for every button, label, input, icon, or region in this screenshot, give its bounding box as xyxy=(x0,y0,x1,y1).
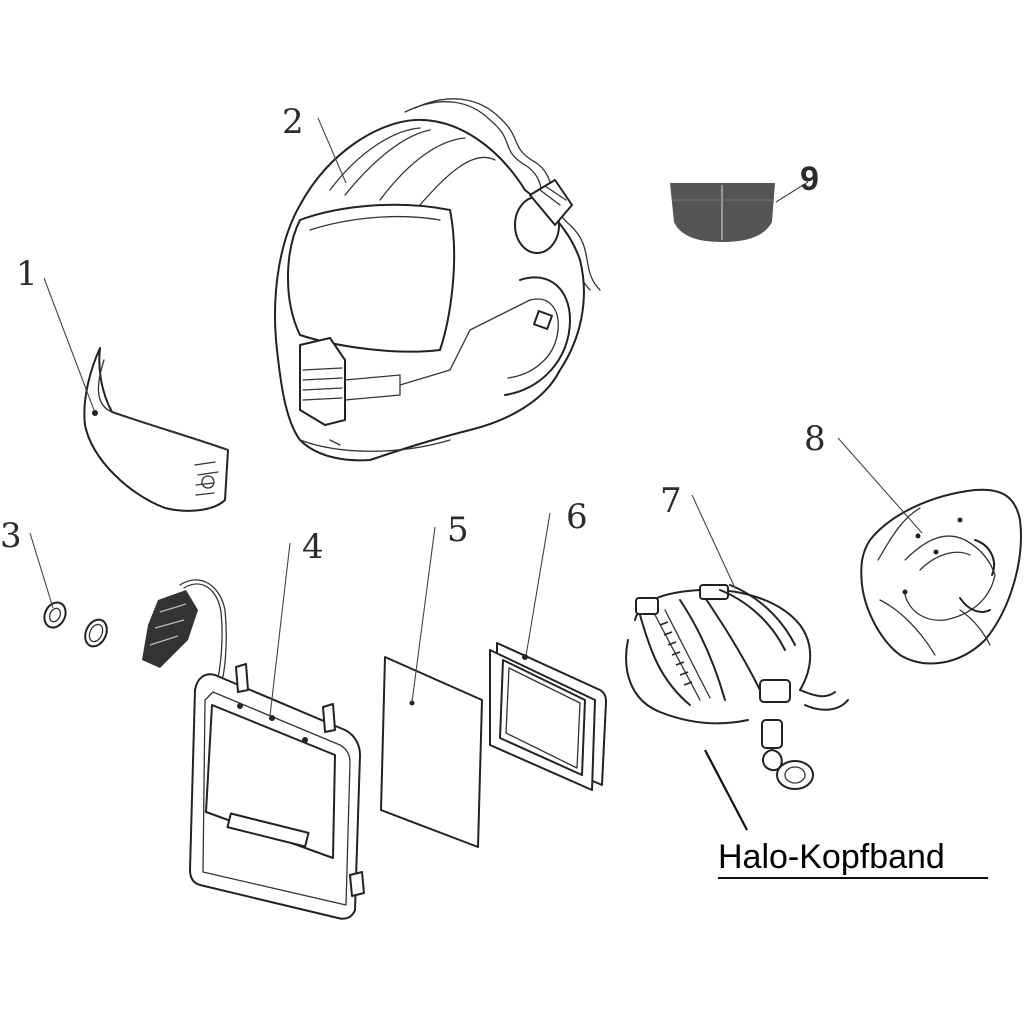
callout-2: 2 xyxy=(282,102,304,142)
callout-7: 7 xyxy=(660,481,682,521)
halo-headband-caption: Halo-Kopfband xyxy=(718,838,988,879)
leader-lines xyxy=(29,117,923,831)
callout-1: 1 xyxy=(16,254,38,294)
halo-headband xyxy=(625,584,849,790)
lens-clips xyxy=(43,601,108,648)
callout-4: 4 xyxy=(302,527,324,567)
callouts: 2 1 3 4 5 6 7 8 9 xyxy=(0,102,826,567)
callout-8: 8 xyxy=(804,419,826,459)
inside-cover-lens xyxy=(380,656,483,848)
sensor-connector xyxy=(142,579,227,681)
caption-text: Halo-Kopfband xyxy=(718,838,945,876)
helmet-shell xyxy=(274,98,601,462)
filter-cartridge xyxy=(670,183,775,242)
callout-6: 6 xyxy=(566,497,588,537)
comfort-cap xyxy=(860,488,1022,665)
adf-filter xyxy=(489,642,607,791)
callout-5: 5 xyxy=(447,510,469,550)
cartridge-frame xyxy=(189,663,365,920)
callout-3: 3 xyxy=(0,516,22,556)
outer-cover-lens xyxy=(83,347,229,512)
callout-9: 9 xyxy=(800,160,819,198)
